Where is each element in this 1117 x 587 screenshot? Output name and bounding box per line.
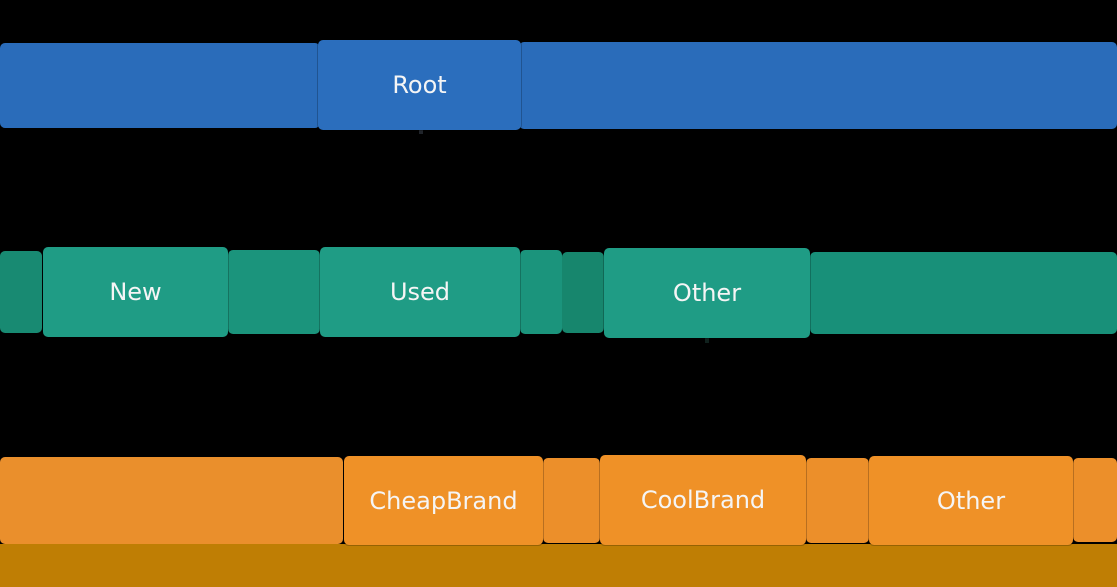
node-label: CheapBrand <box>369 486 518 515</box>
level-3-baseline-strip <box>0 544 1117 587</box>
tree-segment <box>0 457 343 544</box>
tree-segment <box>562 252 604 333</box>
tree-node-cheapbrand: CheapBrand <box>344 456 543 545</box>
tree-segment <box>519 42 1117 129</box>
tree-node-used: Used <box>320 247 520 337</box>
node-label: Used <box>389 278 451 306</box>
node-label: New <box>109 278 162 306</box>
node-label: CoolBrand <box>640 486 766 514</box>
tree-node-coolbrand: CoolBrand <box>600 455 806 545</box>
node-label: Other <box>672 279 742 307</box>
tree-segment <box>0 251 42 333</box>
tree-segment <box>520 250 562 334</box>
tree-segment <box>810 252 1117 334</box>
tree-segment <box>543 458 600 543</box>
tree-segment <box>806 458 869 543</box>
tree-connector-stub <box>419 129 423 134</box>
tree-segment <box>228 250 320 334</box>
tree-segment <box>1073 458 1117 542</box>
tree-connector-stub <box>705 337 709 343</box>
tree-node-new: New <box>43 247 228 337</box>
tree-node-root: Root <box>318 40 521 130</box>
tree-node-other: Other <box>869 456 1073 545</box>
node-label: Root <box>392 71 447 99</box>
node-label: Other <box>936 486 1006 515</box>
tree-segment <box>0 43 320 128</box>
tree-node-other: Other <box>604 248 810 338</box>
